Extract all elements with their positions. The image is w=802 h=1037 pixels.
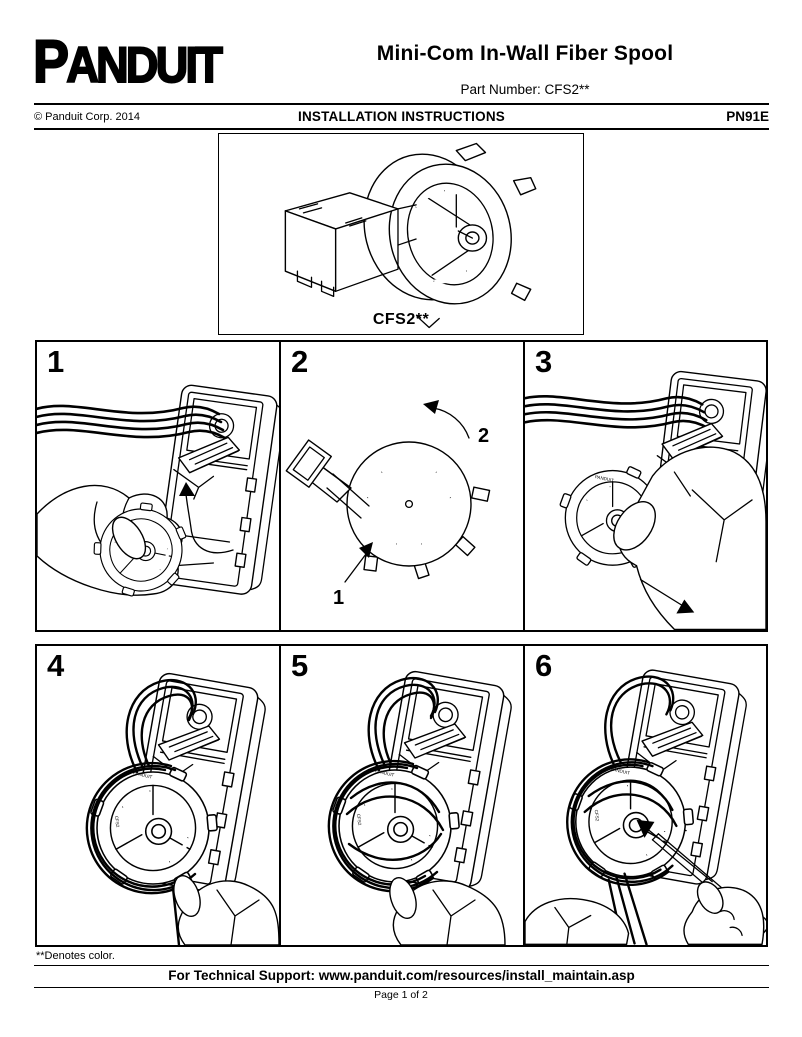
product-isometric-illustration [284,142,537,329]
panduit-logo: PANDUIT [32,28,224,95]
product-figure-box: CFS2** [218,133,584,335]
hand-drawing [618,446,766,630]
spool-molded-text: PANDUIT [610,766,630,776]
step-3-illustration: PANDUIT [525,369,766,630]
fist-drawing [683,886,765,945]
hand-drawing [177,880,279,945]
step-panel-2: 2 [279,340,525,632]
spool-molded-text: PANDUIT [595,474,615,483]
part-number: Part Number: CFS2** [460,82,590,97]
step-panel-5: 5 PANDUIT CFS2 [279,644,525,947]
copyright-text: © Panduit Corp. 2014 [34,110,140,123]
step-number: 2 [291,344,309,379]
document-title: Mini-Com In-Wall Fiber Spool [376,42,674,65]
arrow-insert [636,819,713,883]
step-number: 4 [47,648,65,683]
step-panel-1: 1 [35,340,281,632]
step2-annotation-1: 1 [333,587,344,609]
arrow-curved [179,482,234,554]
fiber-loops-up [604,675,675,768]
technical-support-line: For Technical Support: www.panduit.com/r… [34,965,769,988]
thumb-drawing [173,874,201,918]
spool-molded-code: CFS2 [594,810,600,822]
step-panel-3: 3 PANDUIT [523,340,768,632]
spool-molded-text: PANDUIT [133,770,153,780]
left-hand-drawing [525,897,630,945]
step-panel-4: 4 PANDUIT CFS2 [35,644,281,947]
product-label: CFS2** [372,311,430,328]
step-number: 5 [291,648,309,683]
thumb-drawing [696,881,724,914]
spool-back-drawing [346,441,491,580]
fiber-loops-up [367,677,439,772]
arrow-pull [639,578,695,614]
latch-arm-drawing [285,439,370,519]
spool-molded-text: PANDUIT [375,768,395,778]
step-number: 3 [535,344,553,379]
step-panel-6: 6 PANDUIT CFS2 [523,644,768,947]
mounting-box-drawing [284,192,417,297]
spool-molded-code: CFS2 [114,816,120,828]
step2-annotation-2: 2 [478,425,489,447]
doc-type-heading: INSTALLATION INSTRUCTIONS [298,109,505,124]
publication-bar: © Panduit Corp. 2014 INSTALLATION INSTRU… [34,103,769,130]
step-number: 1 [47,344,65,379]
step-5-illustration: PANDUIT CFS2 [327,669,516,945]
fiber-loops-up [125,679,197,774]
thumb-drawing [111,516,147,560]
arrow-2 [423,400,470,439]
page-indicator: Page 1 of 2 [374,989,428,1001]
step-4-illustration: PANDUIT CFS2 [85,671,279,945]
doc-code: PN91E [726,109,769,124]
arrow-1 [344,542,373,583]
color-footnote: **Denotes color. [36,950,115,962]
step-6-illustration: PANDUIT CFS2 [525,667,766,945]
thumb-drawing [389,876,417,920]
title-block: Mini-Com In-Wall Fiber Spool Part Number… [283,42,767,97]
spool-body-drawing [363,142,537,329]
thumb-drawing [613,501,656,551]
step-1-illustration [37,383,279,608]
step-number: 6 [535,648,553,683]
step-2-illustration: 1 2 [285,400,491,609]
spool-molded-code: CFS2 [356,814,362,826]
